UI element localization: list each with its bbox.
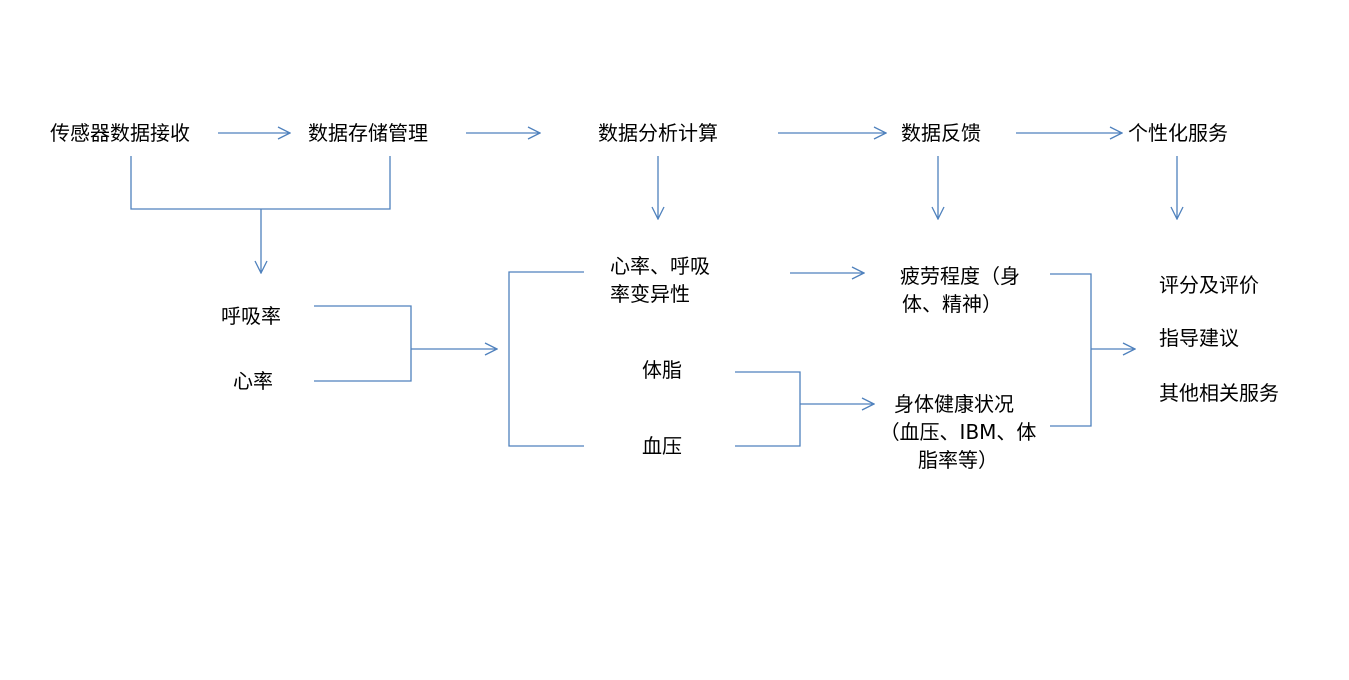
node-personalized-service: 个性化服务 (1128, 121, 1228, 145)
node-fatigue-level-line1: 疲劳程度（身 (900, 264, 1020, 288)
node-health-status: 身体健康状况 （血压、IBM、体 脂率等） (868, 390, 1048, 474)
node-heart-rate: 心率 (233, 369, 273, 393)
node-analysis-compute: 数据分析计算 (598, 121, 718, 145)
connector-receive-storage-merge (130, 156, 391, 210)
node-health-status-line2: （血压、IBM、体 (879, 420, 1037, 444)
node-blood-pressure: 血压 (642, 434, 682, 458)
node-feedback: 数据反馈 (901, 121, 981, 145)
bracket-feedback-items (1050, 273, 1092, 427)
node-fatigue-level: 疲劳程度（身 体、精神） (900, 262, 1020, 318)
node-other-services: 其他相关服务 (1159, 381, 1279, 405)
node-guidance: 指导建议 (1159, 326, 1239, 350)
bracket-inputs (314, 305, 412, 382)
node-health-status-line3: 脂率等） (918, 448, 998, 472)
bracket-fat-pressure (735, 371, 801, 447)
node-hr-rr-variability-line1: 心率、呼吸 (610, 254, 710, 278)
node-body-fat: 体脂 (642, 358, 682, 382)
node-storage-management: 数据存储管理 (308, 121, 428, 145)
node-health-status-line1: 身体健康状况 (894, 392, 1014, 416)
node-fatigue-level-line2: 体、精神） (902, 292, 1002, 316)
node-hr-rr-variability: 心率、呼吸 率变异性 (610, 252, 710, 308)
node-respiration-rate: 呼吸率 (221, 304, 281, 328)
node-score-evaluation: 评分及评价 (1159, 273, 1259, 297)
node-hr-rr-variability-line2: 率变异性 (610, 282, 690, 306)
node-sensor-receive: 传感器数据接收 (50, 121, 190, 145)
bracket-analysis-items (508, 271, 584, 447)
